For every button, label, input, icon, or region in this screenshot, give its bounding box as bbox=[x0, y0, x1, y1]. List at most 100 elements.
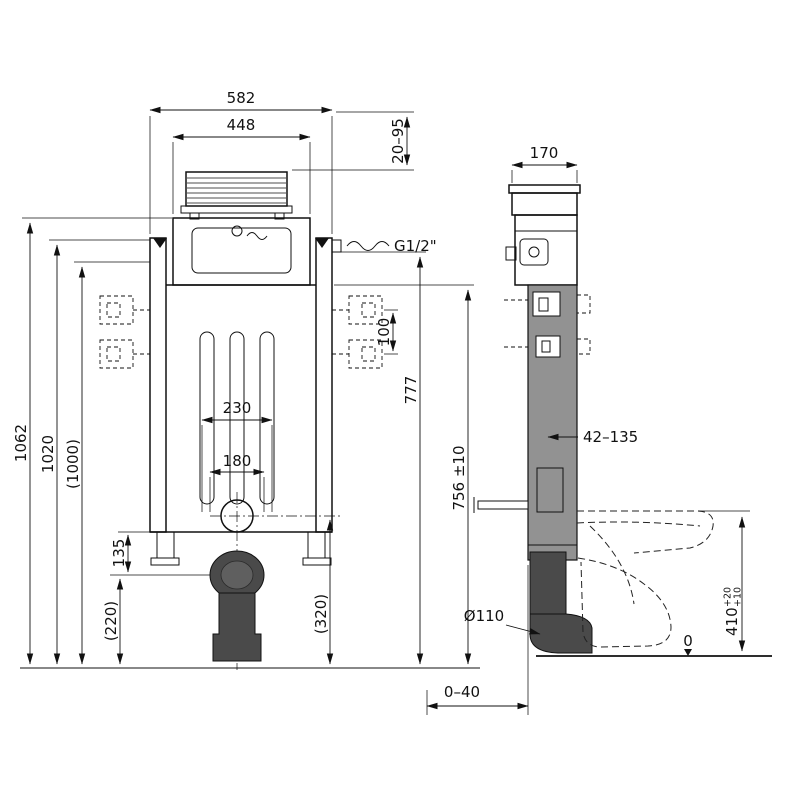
shaft-box-side bbox=[511, 192, 578, 216]
water-inlet-nub bbox=[331, 239, 342, 253]
bracket-mount-bottom bbox=[535, 335, 561, 358]
bowl-body bbox=[577, 557, 672, 648]
dim-label-42-135: 42–135 bbox=[583, 428, 638, 446]
frame-profile-side bbox=[527, 284, 578, 561]
dim-label-170: 170 bbox=[530, 144, 559, 162]
bracket-arm-top-dashed bbox=[576, 294, 591, 314]
dim-label-1062: 1062 bbox=[12, 424, 30, 462]
dim-110: Ø110 bbox=[464, 607, 541, 635]
rib-slot-2 bbox=[229, 331, 245, 505]
floor-zero-arrow-icon bbox=[684, 649, 692, 656]
side-view: 170 42–135 Ø110 410 +20 +10 0 bbox=[426, 144, 772, 715]
flush-bend-access bbox=[536, 467, 564, 513]
level-mark-left-icon bbox=[153, 238, 167, 248]
dim-180: 180 bbox=[209, 452, 265, 512]
inlet-nub-side bbox=[505, 246, 517, 261]
bowl-rim-inner bbox=[576, 521, 701, 527]
dim-1062: 1062 bbox=[12, 217, 172, 665]
waste-elbow-side bbox=[529, 551, 593, 654]
bowl-rim-outer bbox=[577, 510, 714, 554]
shaft-lid-side bbox=[508, 184, 581, 194]
dim-448: 448 bbox=[172, 116, 311, 214]
bracket-mount-top bbox=[532, 291, 561, 317]
dim-1020: 1020 bbox=[39, 239, 150, 665]
dim-label-320: (320) bbox=[312, 594, 330, 634]
dim-label-135: 135 bbox=[110, 539, 128, 568]
waste-elbow-socket bbox=[529, 613, 593, 654]
dim-220: (220) bbox=[102, 578, 124, 665]
flex-hose-squiggle-icon bbox=[346, 241, 390, 251]
push-point-icon bbox=[231, 225, 243, 237]
wall-brackets-front bbox=[99, 295, 383, 369]
dim-135: 135 bbox=[110, 531, 210, 576]
dim-0: 0 bbox=[683, 632, 693, 656]
bracket-right-top-slot bbox=[361, 302, 376, 318]
level-mark-right-icon bbox=[315, 238, 329, 248]
foot-right bbox=[307, 531, 326, 559]
dim-0-40: 0–40 bbox=[426, 565, 529, 715]
dim-label-777: 777 bbox=[402, 376, 420, 405]
rail-right bbox=[315, 237, 333, 533]
dim-label-220: (220) bbox=[102, 601, 120, 641]
dim-label-100: 100 bbox=[375, 318, 393, 347]
dim-label-180: 180 bbox=[223, 452, 252, 470]
dim-230: 230 bbox=[201, 399, 273, 512]
rail-left bbox=[149, 237, 167, 533]
dim-label-756: 756 ±10 bbox=[450, 445, 468, 510]
bracket-left-bottom bbox=[99, 339, 134, 369]
dim-42-135: 42–135 bbox=[547, 428, 638, 446]
dim-label-410-upper-tol: +20 bbox=[723, 587, 734, 607]
dim-label-110: Ø110 bbox=[464, 607, 504, 625]
dim-label-g12: G1/2" bbox=[394, 237, 437, 255]
dim-label-1000: (1000) bbox=[64, 439, 82, 489]
dim-label-0: 0 bbox=[683, 632, 693, 650]
dim-1000: (1000) bbox=[64, 261, 150, 665]
protection-plate bbox=[185, 171, 288, 207]
dim-320: (320) bbox=[312, 519, 334, 665]
access-knob-icon bbox=[528, 246, 540, 258]
bracket-arm-bottom-dashed bbox=[576, 338, 591, 355]
dimensions-side: 170 42–135 Ø110 410 +20 +10 0 bbox=[426, 144, 750, 715]
waste-pipe-front bbox=[212, 592, 262, 662]
foot-right-base bbox=[302, 557, 332, 566]
shaft-flange bbox=[180, 205, 293, 214]
dim-label-1020: 1020 bbox=[39, 435, 57, 473]
dimensions-front: 582 448 20–95 G1/2" 1062 bbox=[12, 89, 474, 665]
dim-g12: G1/2" bbox=[346, 237, 437, 255]
waste-socket-inner bbox=[220, 560, 254, 590]
bracket-right-bottom-slot bbox=[361, 346, 376, 362]
shaft-tab-right bbox=[274, 212, 285, 220]
dim-label-20-95: 20–95 bbox=[389, 118, 407, 164]
dim-582: 582 bbox=[149, 89, 333, 234]
frame-side bbox=[473, 184, 591, 561]
dim-170: 170 bbox=[511, 144, 578, 183]
cistern-side bbox=[514, 214, 578, 286]
dim-20-95: 20–95 bbox=[292, 111, 414, 171]
protection-shaft bbox=[180, 171, 293, 220]
water-squiggle-icon bbox=[246, 232, 268, 240]
dim-777: 777 bbox=[338, 251, 426, 665]
dim-label-410-lower-tol: +10 bbox=[733, 587, 744, 607]
dim-label-410: 410 bbox=[723, 607, 741, 636]
foot-left-base bbox=[150, 557, 180, 566]
shaft-tab-left bbox=[189, 212, 200, 220]
protection-plate-hatch bbox=[187, 177, 286, 204]
flush-plate-opening bbox=[191, 227, 292, 274]
dim-label-230: 230 bbox=[223, 399, 252, 417]
front-view: 582 448 20–95 G1/2" 1062 bbox=[12, 89, 480, 670]
fixing-stud bbox=[477, 500, 529, 510]
foot-left bbox=[156, 531, 175, 559]
bracket-left-top bbox=[99, 295, 134, 325]
dim-100: 100 bbox=[375, 309, 398, 355]
wc-bowl-dashed bbox=[576, 510, 714, 648]
waste-pipe-vertical bbox=[529, 551, 567, 615]
dim-label-582: 582 bbox=[227, 89, 256, 107]
flush-pipe-outlet bbox=[220, 499, 254, 533]
dim-410: 410 +20 +10 bbox=[698, 510, 750, 652]
bracket-left-top-slot bbox=[106, 302, 121, 318]
outlets-front bbox=[209, 492, 340, 670]
dim-label-448: 448 bbox=[227, 116, 256, 134]
access-cover-side bbox=[519, 238, 549, 266]
